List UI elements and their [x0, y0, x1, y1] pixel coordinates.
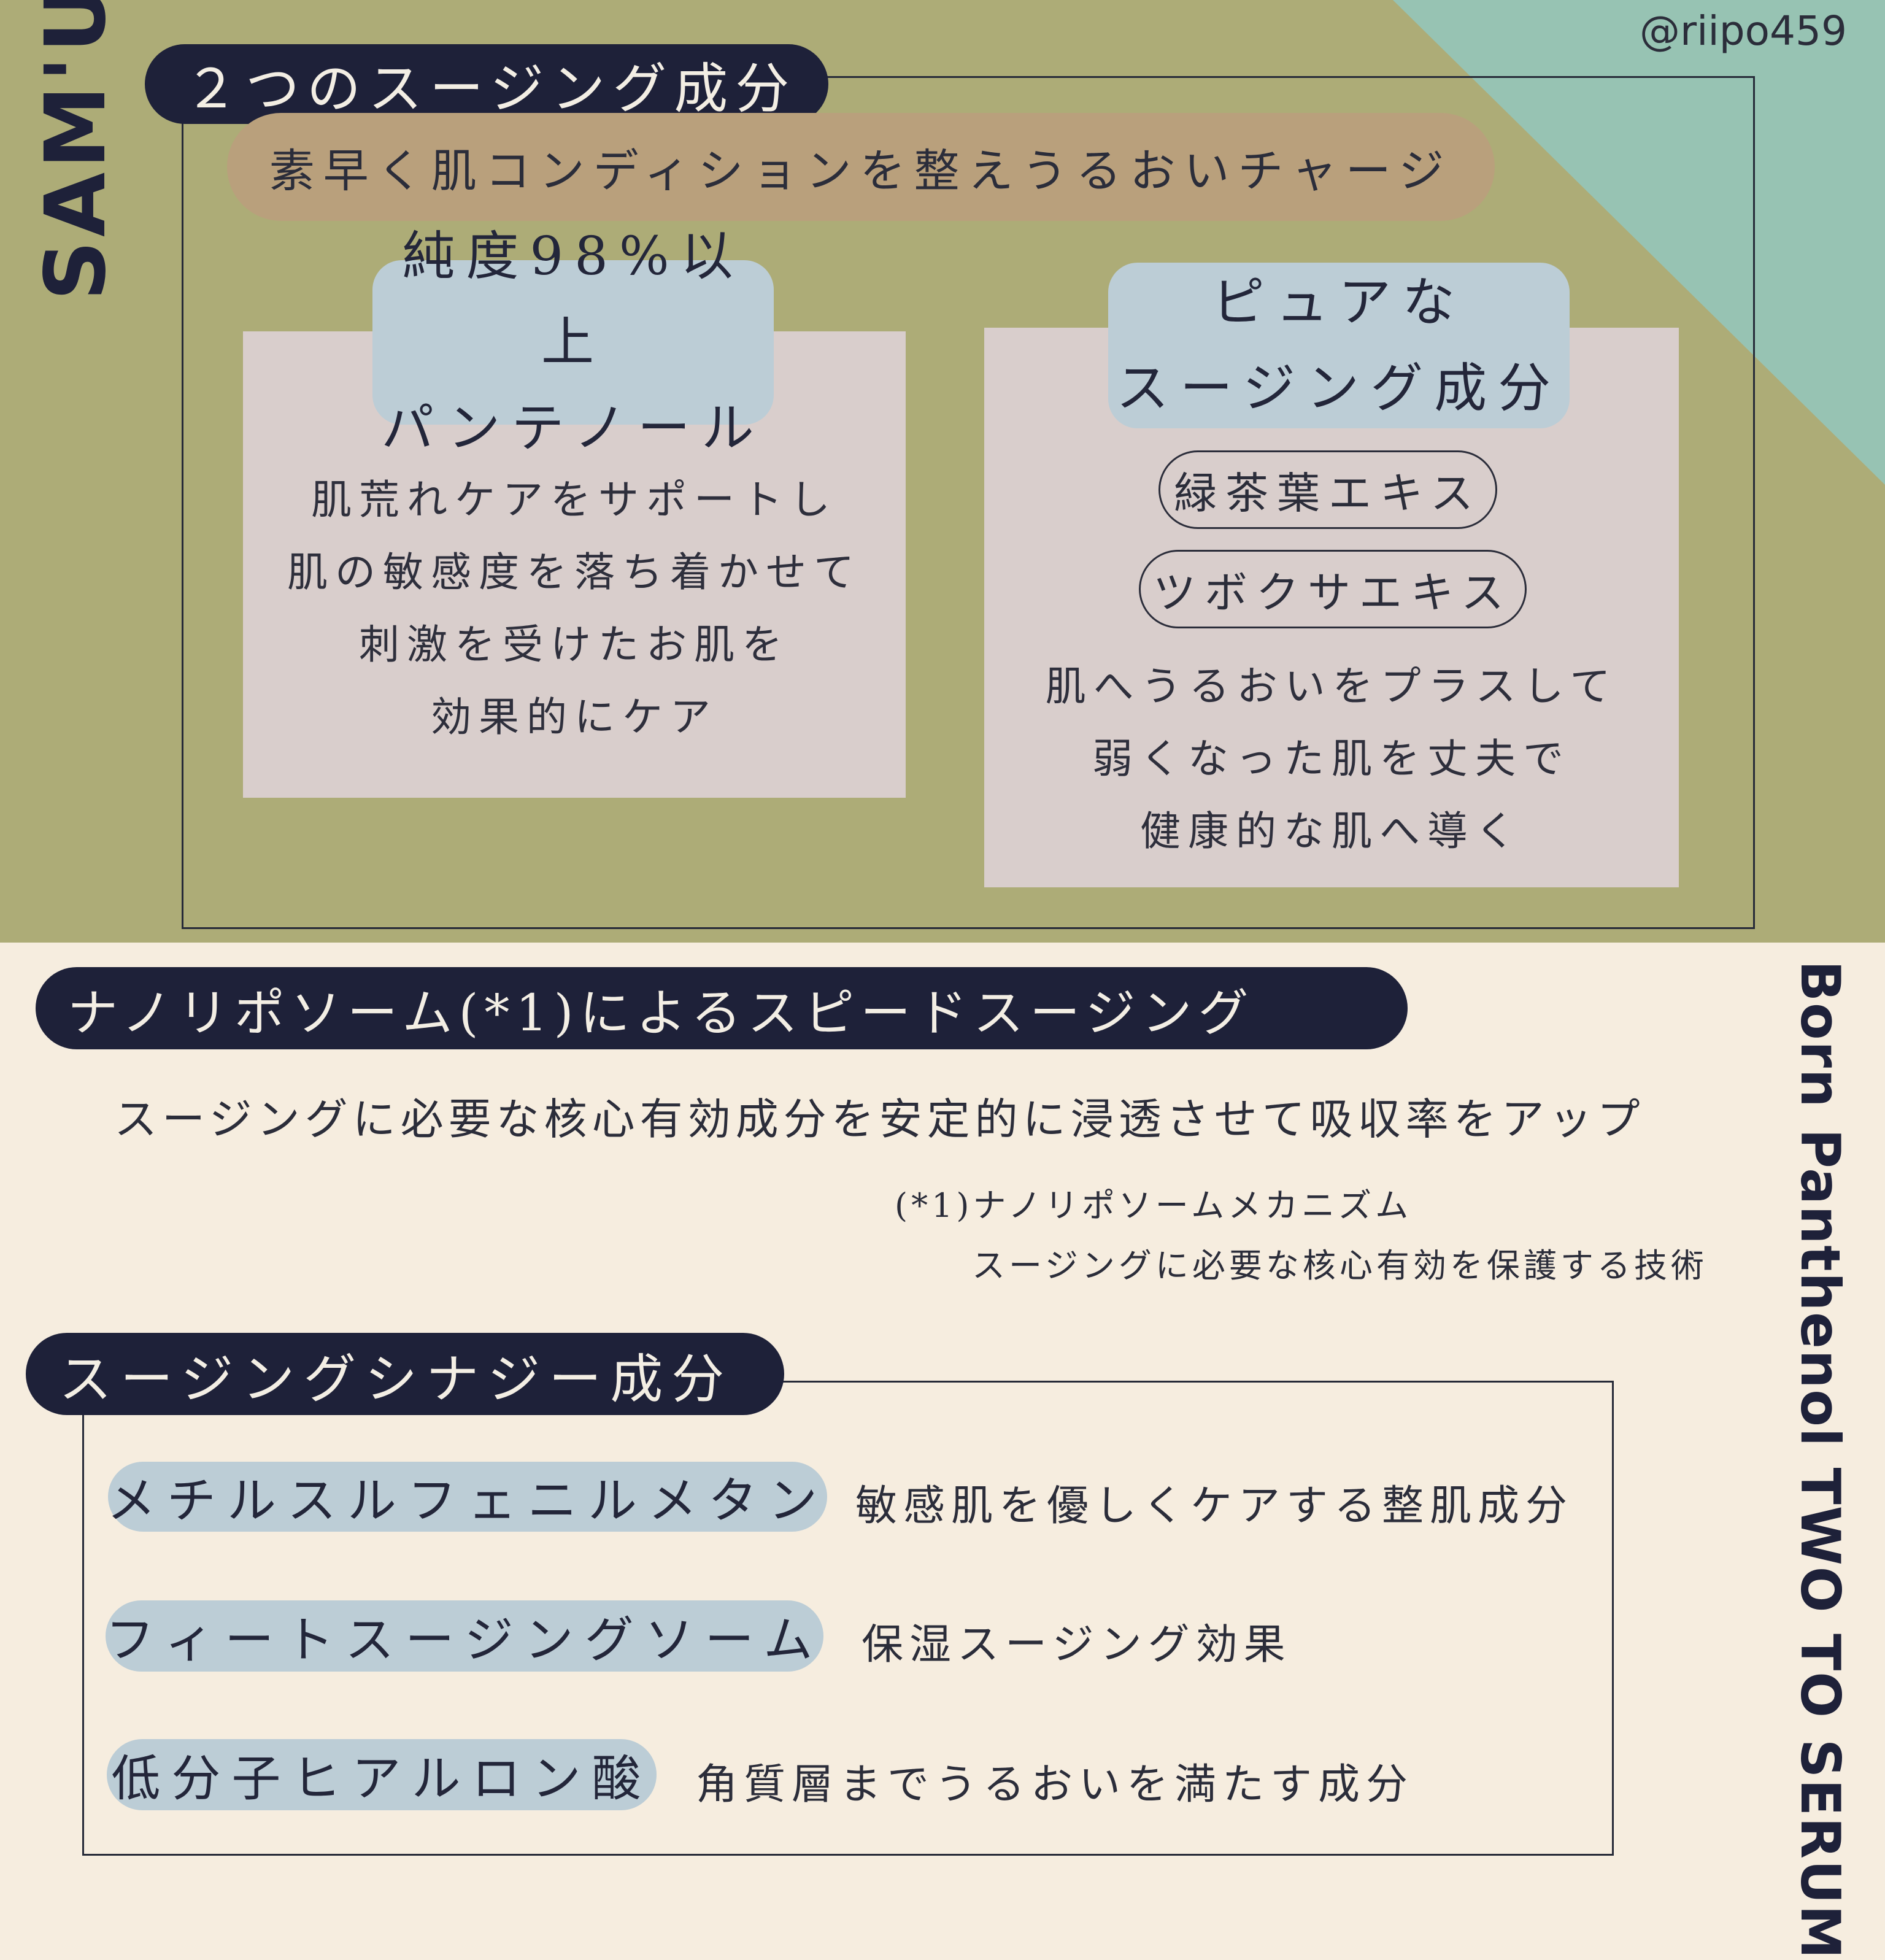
section1-frame [182, 76, 1755, 929]
nanoliposome-footnote-body: スージングに必要な核心有効を保護する技術 [972, 1246, 1708, 1285]
panthenol-desc-line: 肌の敏感度を落ち着かせて [287, 549, 862, 596]
soothing-card-tab: ピュアな スージング成分 [1108, 263, 1570, 428]
product-name-vertical: Born Panthenol TWO TO SERUM [1789, 960, 1852, 1960]
author-handle: @riipo459 [1639, 7, 1847, 55]
ingredient-desc-msm: 敏感肌を優しくケアする整肌成分 [855, 1482, 1574, 1530]
ingredient-name-hyaluronic: 低分子ヒアルロン酸 [107, 1739, 657, 1810]
panthenol-tab-line2: パンテノール [381, 398, 765, 459]
soothing-desc-line: 弱くなった肌を丈夫で [1092, 735, 1571, 782]
panthenol-tab-line1: 純度98%以上 [402, 226, 744, 373]
panthenol-desc-line: 肌荒れケアをサポートし [311, 476, 838, 523]
ingredient-desc-hyaluronic: 角質層までうるおいを満たす成分 [696, 1761, 1414, 1809]
ingredient-desc-phyto: 保湿スージング効果 [862, 1621, 1292, 1669]
ingredient-name-phyto: フィートスージングソーム [106, 1600, 823, 1672]
soothing-desc-line: 健康的な肌へ導く [1140, 808, 1523, 855]
brand-name-vertical: SAM'U [28, 0, 125, 301]
soothing-description: 肌へうるおいをプラスして 弱くなった肌を丈夫で 健康的な肌へ導く [984, 650, 1679, 868]
section1-subtitle: 素早く肌コンディションを整えうるおいチャージ [227, 113, 1495, 221]
section1-title: ２つのスージング成分 [145, 44, 828, 124]
section2-body: スージングに必要な核心有効成分を安定的に浸透させて吸収率をアップ [114, 1094, 1645, 1144]
soothing-tab-line1: ピュアな [1211, 272, 1467, 333]
section3-title: スージングシナジー成分 [26, 1333, 784, 1415]
panthenol-card-tab: 純度98%以上 パンテノール [372, 226, 774, 459]
panthenol-desc-line: 刺激を受けたお肌を [359, 621, 790, 668]
ingredient-name-msm: メチルスルフェニルメタン [107, 1462, 827, 1532]
green-tea-extract-pill: 緑茶葉エキス [1158, 450, 1497, 529]
nanoliposome-footnote-title: (*1)ナノリポソームメカニズム [895, 1186, 1413, 1225]
section3-frame [82, 1381, 1614, 1856]
centella-extract-pill: ツボクサエキス [1139, 550, 1527, 628]
panthenol-desc-line: 効果的にケア [431, 693, 718, 741]
panthenol-description: 肌荒れケアをサポートし 肌の敏感度を落ち着かせて 刺激を受けたお肌を 効果的にケ… [243, 464, 906, 754]
soothing-desc-line: 肌へうるおいをプラスして [1045, 663, 1618, 710]
section2-title: ナノリポソーム(*1)によるスピードスージング [36, 967, 1408, 1049]
teal-corner-decoration [1393, 0, 1885, 485]
soothing-tab-line2: スージング成分 [1116, 358, 1562, 419]
